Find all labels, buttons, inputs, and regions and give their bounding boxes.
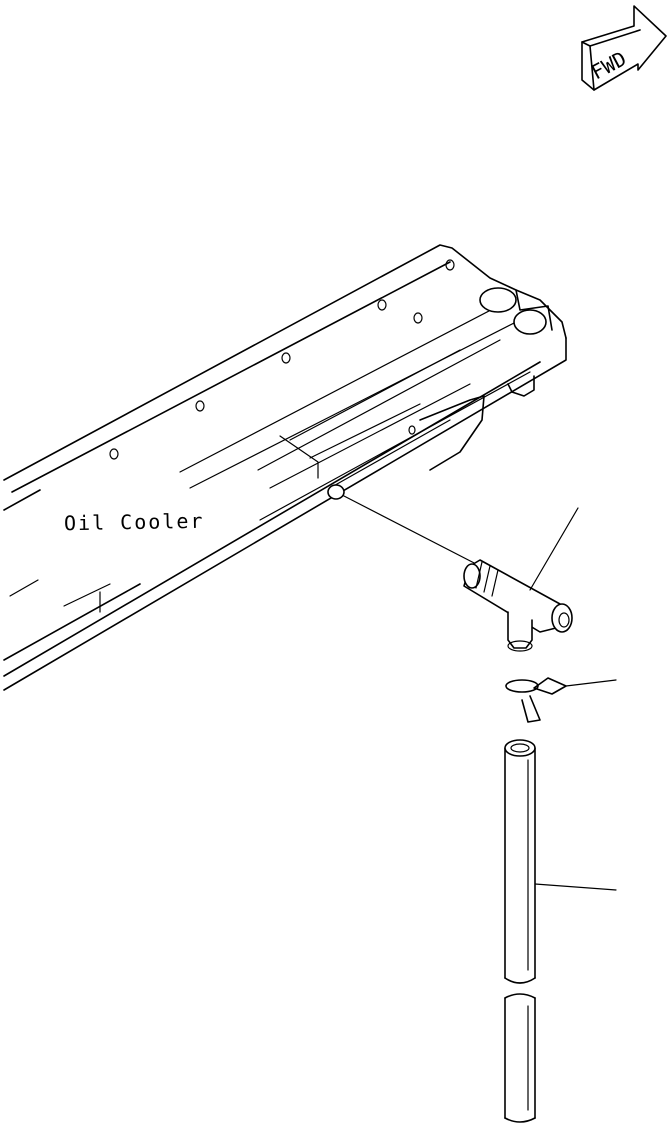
fwd-arrow-icon: FWD (581, 5, 667, 91)
oil-cooler-body (3, 244, 567, 691)
leader-line-port (343, 495, 481, 567)
leader-line-clamp (565, 679, 617, 687)
oil-cooler-label: Oil Cooler (63, 508, 205, 536)
leader-line-fitting (529, 507, 579, 591)
hose (504, 739, 536, 1123)
hose-clamp (505, 677, 567, 723)
elbow-fitting (463, 559, 573, 652)
leader-line-hose (534, 883, 617, 891)
